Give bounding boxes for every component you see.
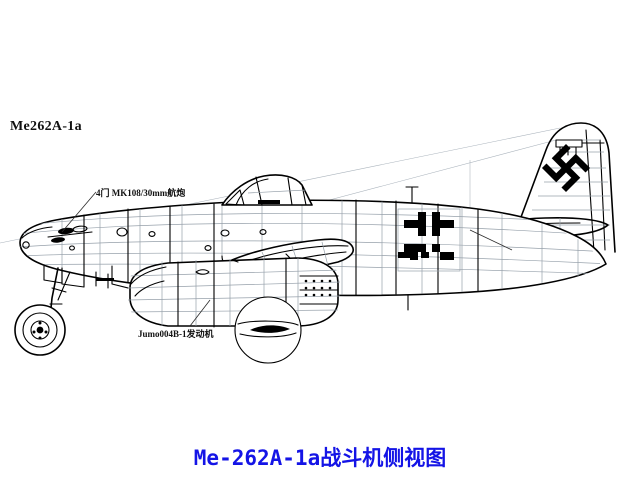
canopy-sill-detail bbox=[258, 200, 280, 204]
nose-cone-seam bbox=[21, 226, 53, 239]
windscreen-quarter-panel bbox=[225, 189, 245, 206]
engine-exhaust bbox=[299, 275, 339, 305]
exhaust-rivet-rows bbox=[304, 279, 332, 297]
gear-door-aft bbox=[61, 267, 85, 288]
fin-outline bbox=[507, 122, 616, 253]
belly-details bbox=[95, 265, 129, 289]
leader-line-guns bbox=[61, 191, 97, 233]
balkenkreuz-marking bbox=[397, 208, 461, 272]
leader-line-tail-detail bbox=[469, 229, 513, 251]
canopy-rear-frame bbox=[301, 184, 307, 206]
engine-front-view-inset bbox=[234, 296, 302, 364]
nacelle-pylon-joints bbox=[231, 253, 291, 263]
nose-tip-fitting bbox=[22, 241, 30, 249]
model-designation-label: Me262A-1a bbox=[10, 119, 82, 134]
canopy-sill-line bbox=[247, 189, 307, 194]
rudder-trailing-detail bbox=[599, 139, 606, 251]
nacelle-access-hatch bbox=[195, 269, 210, 275]
nose-landing-gear bbox=[14, 265, 85, 356]
gear-drag-link bbox=[57, 271, 71, 301]
diagram-caption-title: Me-262A-1a战斗机侧视图 bbox=[193, 446, 447, 470]
cockpit-canopy bbox=[221, 174, 313, 206]
annotation-label-guns: 4门 MK108/30mm航炮 bbox=[96, 188, 186, 198]
nose-gun-ports bbox=[47, 225, 93, 243]
engine-nacelle bbox=[128, 253, 340, 328]
leader-line-engine bbox=[189, 299, 211, 327]
gear-torque-link-1 bbox=[51, 287, 67, 293]
nose-wheel-tire-inner bbox=[22, 312, 58, 348]
fin-top-fairing bbox=[555, 139, 583, 148]
inspection-hatches bbox=[69, 227, 267, 251]
windscreen-frame bbox=[235, 178, 269, 206]
tail-insignia bbox=[541, 143, 591, 193]
belly-vent bbox=[96, 278, 114, 281]
nacelle-intake-inner bbox=[134, 280, 165, 297]
nacelle-intake-lip bbox=[130, 266, 167, 285]
main-gear-bay-edge bbox=[111, 265, 129, 289]
canopy-frame-2 bbox=[287, 177, 293, 206]
annotation-label-engine: Jumo004B-1发动机 bbox=[138, 329, 214, 339]
nose-wheel-bolts bbox=[32, 321, 48, 340]
nose-wheel-axle bbox=[36, 326, 44, 334]
canopy-outline bbox=[221, 174, 313, 206]
